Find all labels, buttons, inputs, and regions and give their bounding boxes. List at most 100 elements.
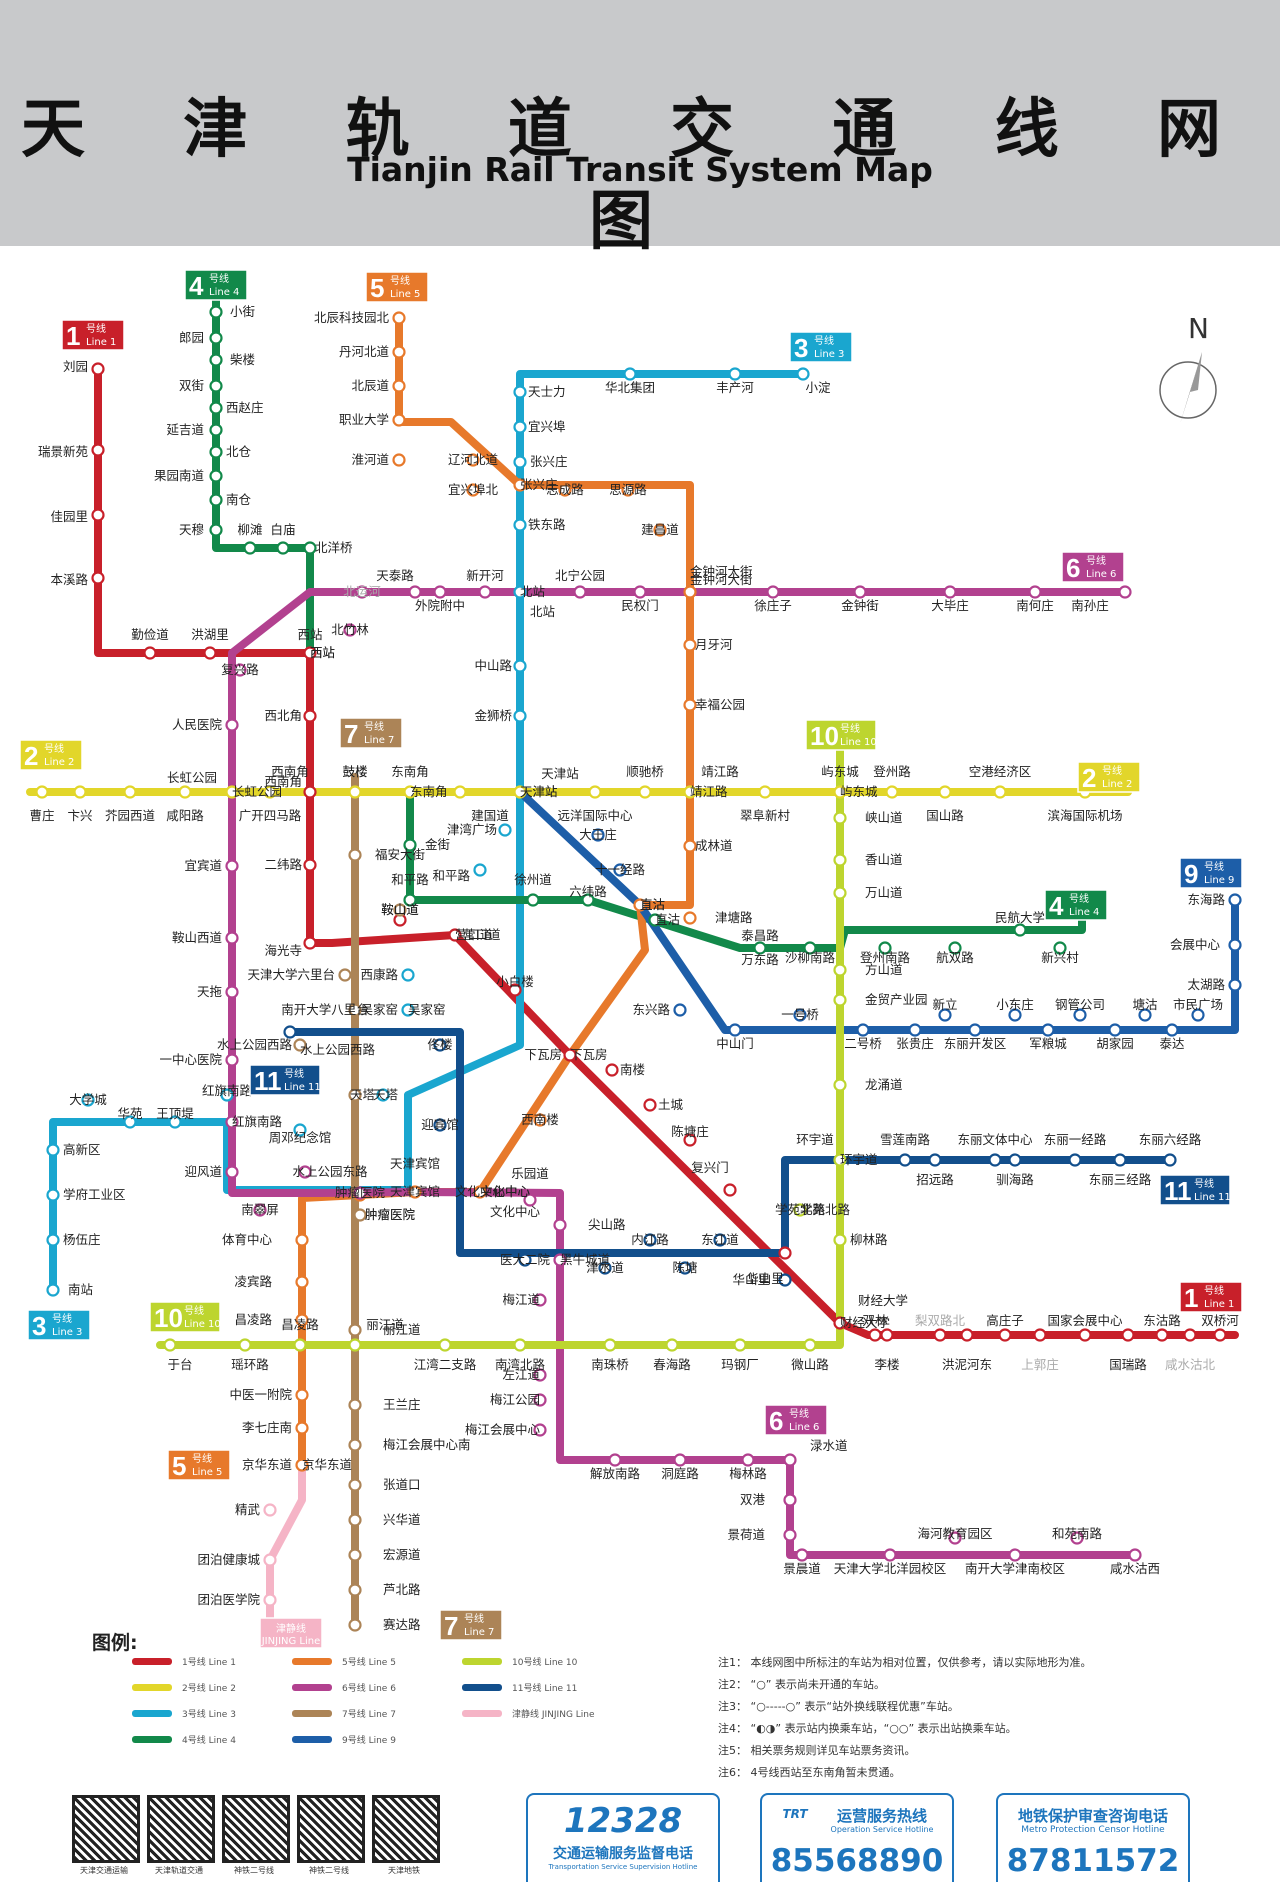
svg-text:Line 11: Line 11 <box>284 1082 321 1093</box>
line-l6-track <box>228 588 1139 1559</box>
station-l10-0 <box>163 1338 177 1352</box>
station-l1-24 <box>1078 1328 1092 1342</box>
station-l5-1 <box>392 345 406 359</box>
page-title: 天 津 轨 道 交 通 线 网 图 <box>21 93 1259 259</box>
station-l4-7 <box>209 469 223 483</box>
station-label-l7-1: 福安大街 <box>375 847 425 862</box>
station-l1-30 <box>1121 1328 1135 1342</box>
station-label-l7-7: 文化中心 <box>480 1184 531 1199</box>
station-l2-13 <box>683 785 697 799</box>
hotline-12328-logo: 12328 <box>563 1801 683 1841</box>
station-l11-2 <box>433 1038 447 1052</box>
station-label-l4-8: 南仓 <box>226 492 252 507</box>
station-l10-7 <box>665 1338 679 1352</box>
station-l9-1 <box>591 828 605 842</box>
qr-label: 神铁二号线 <box>309 1866 349 1875</box>
station-label-l11-2: 佟楼 <box>427 1037 452 1052</box>
station-l1-2 <box>91 508 105 522</box>
station-label-l5-2: 北辰道 <box>351 378 389 393</box>
legend-swatch <box>132 1658 172 1665</box>
station-label-l11-13: 雪莲南路 <box>880 1132 931 1147</box>
station-l2-3 <box>178 785 192 799</box>
station-label-l6-14: 西站 <box>310 645 335 660</box>
svg-text:1: 1 <box>66 321 80 351</box>
station-label-l9-14: 胡家园 <box>1096 1036 1134 1051</box>
station-l2-5 <box>263 785 277 799</box>
station-label-l6-2: 大毕庄 <box>931 598 969 613</box>
station-label-l4-19: 直沽 <box>655 912 680 927</box>
station-label-l4-26: 新兴村 <box>1041 950 1079 965</box>
station-label-l6-35: 梅江会展中心 <box>465 1422 541 1437</box>
station-l4-17 <box>526 893 540 907</box>
qr-code[interactable] <box>372 1795 440 1863</box>
station-label-l1-31: 咸水沽北 <box>1165 1357 1216 1372</box>
station-label-l5-28: 京华东道 <box>242 1457 293 1472</box>
station-label-l5-3: 职业大学 <box>339 412 389 427</box>
station-l6-47 <box>1128 1548 1142 1562</box>
qr-code[interactable] <box>297 1795 365 1863</box>
svg-text:1: 1 <box>1184 1283 1198 1313</box>
qr-code[interactable] <box>72 1795 140 1863</box>
station-l2-16 <box>885 785 899 799</box>
qr-code[interactable] <box>222 1795 290 1863</box>
station-l9-20 <box>1228 893 1242 907</box>
note-2: 注2： “○” 表示尚未开通的车站。 <box>718 1678 885 1691</box>
station-label-l4-20: 泰昌路 <box>741 928 779 943</box>
station-l3-9 <box>513 709 527 723</box>
station-l2-10 <box>513 785 527 799</box>
station-l6-9 <box>478 585 492 599</box>
legend-swatch <box>132 1684 172 1691</box>
station-label-l1-22: 梨双路北 <box>915 1313 966 1328</box>
station-label-l6-1: 南何庄 <box>1016 598 1054 613</box>
station-l10-3 <box>348 1338 362 1352</box>
station-label-l11-3: 迎宾馆 <box>421 1117 459 1132</box>
station-l4-9 <box>209 523 223 537</box>
station-label-l6-25: 水上公园东路 <box>292 1164 368 1179</box>
station-label-l6-19: 鞍山西道 <box>172 930 223 945</box>
station-label-l1-11: 鞍山道 <box>381 902 419 917</box>
station-l1-13 <box>508 983 522 997</box>
station-l4-20 <box>753 941 767 955</box>
svg-text:JINJING Line: JINJING Line <box>261 1636 321 1647</box>
station-label-l5-14: 靖江路 <box>690 784 728 799</box>
legend-swatch <box>292 1658 332 1665</box>
station-l3-6 <box>513 518 527 532</box>
station-l10-13 <box>833 1153 847 1167</box>
station-label-l2-4: 长虹公园 <box>167 770 217 785</box>
legend-label: 9号线 Line 9 <box>342 1736 396 1746</box>
station-l1-19 <box>778 1246 792 1260</box>
station-label-l1-16: 土城 <box>658 1097 684 1112</box>
hotline-operation-logo: TRT <box>782 1807 808 1821</box>
station-label-l5-16: 津塘路 <box>715 910 753 925</box>
svg-text:号线: 号线 <box>192 1452 212 1465</box>
station-label-l6-24: 南翠屏 <box>241 1202 279 1217</box>
station-label-l4-17: 徐州道 <box>514 872 552 887</box>
station-label-l2-1: 卞兴 <box>67 808 92 823</box>
station-label-l3-20: 华苑 <box>117 1106 143 1121</box>
station-l3-15 <box>401 1003 415 1017</box>
station-l7-15 <box>348 1583 362 1597</box>
svg-text:号线: 号线 <box>364 720 384 733</box>
station-label-l1-21: 双林 <box>862 1313 888 1328</box>
qr-label: 神铁二号线 <box>234 1866 274 1875</box>
station-l6-41 <box>783 1528 797 1542</box>
station-label-l4-16: 和平路 <box>391 872 429 887</box>
station-label-l5-15: 成林道 <box>695 838 733 853</box>
station-l5-11 <box>683 585 697 599</box>
station-label-l4-10: 柳滩 <box>237 522 262 537</box>
station-l7-9 <box>348 1323 362 1337</box>
station-l3-4 <box>513 420 527 434</box>
station-label-l7-4: 南开大学八里台 <box>281 1002 369 1017</box>
station-label-l10-8: 玛钢厂 <box>721 1357 759 1372</box>
station-label-l1-2: 佳园里 <box>50 509 88 524</box>
svg-text:2: 2 <box>24 741 38 771</box>
station-l3-25 <box>46 1283 60 1297</box>
station-label-l2-8: 东南角 <box>391 764 429 779</box>
qr-code[interactable] <box>147 1795 215 1863</box>
station-label-l11-18: 驯海路 <box>996 1172 1034 1187</box>
svg-text:6: 6 <box>769 1406 783 1436</box>
station-label-l9-18: 太湖路 <box>1187 977 1225 992</box>
